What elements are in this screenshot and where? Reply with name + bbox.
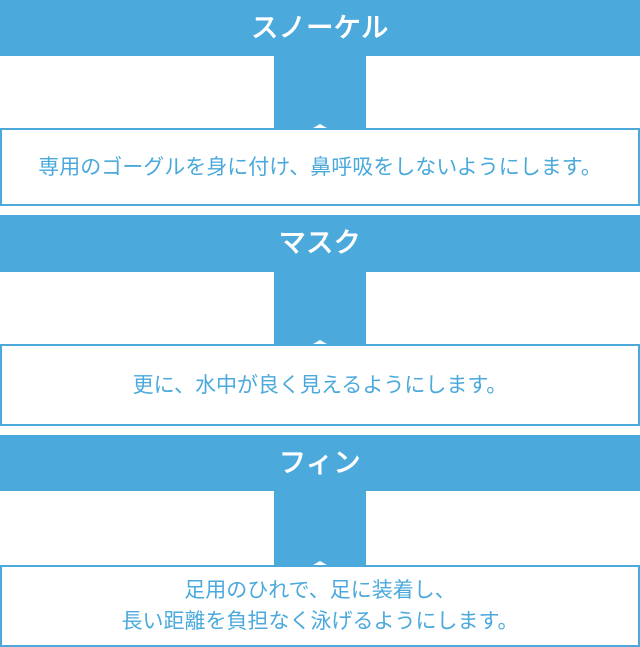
- flow-connector-down: [274, 56, 366, 128]
- step-fin-description: 足用のひれで、足に装着し、 長い距離を負担なく泳げるようにします。: [121, 579, 519, 633]
- connector-notch-icon: [313, 340, 327, 344]
- step-snorkel-title-bar: スノーケル: [0, 0, 640, 56]
- step-fin-title-bar: フィン: [0, 435, 640, 491]
- step-mask: マスク 更に、水中が良く見えるようにします。: [0, 215, 640, 426]
- step-fin-description-box: 足用のひれで、足に装着し、 長い距離を負担なく泳げるようにします。: [0, 565, 640, 647]
- step-mask-description: 更に、水中が良く見えるようにします。: [132, 373, 508, 397]
- step-mask-title-bar: マスク: [0, 215, 640, 272]
- step-snorkel: スノーケル 専用のゴーグルを身に付け、鼻呼吸をしないようにします。: [0, 0, 640, 206]
- step-fin: フィン 足用のひれで、足に装着し、 長い距離を負担なく泳げるようにします。: [0, 435, 640, 647]
- flow-connector-down: [274, 491, 366, 565]
- flow-connector-down: [274, 272, 366, 344]
- connector-notch-icon: [313, 561, 327, 565]
- step-mask-title: マスク: [278, 228, 362, 258]
- connector-notch-icon: [313, 124, 327, 128]
- step-snorkel-description: 専用のゴーグルを身に付け、鼻呼吸をしないようにします。: [38, 155, 602, 179]
- step-mask-description-box: 更に、水中が良く見えるようにします。: [0, 344, 640, 426]
- step-snorkel-title: スノーケル: [251, 12, 389, 43]
- step-fin-title: フィン: [279, 447, 361, 478]
- step-snorkel-description-box: 専用のゴーグルを身に付け、鼻呼吸をしないようにします。: [0, 128, 640, 206]
